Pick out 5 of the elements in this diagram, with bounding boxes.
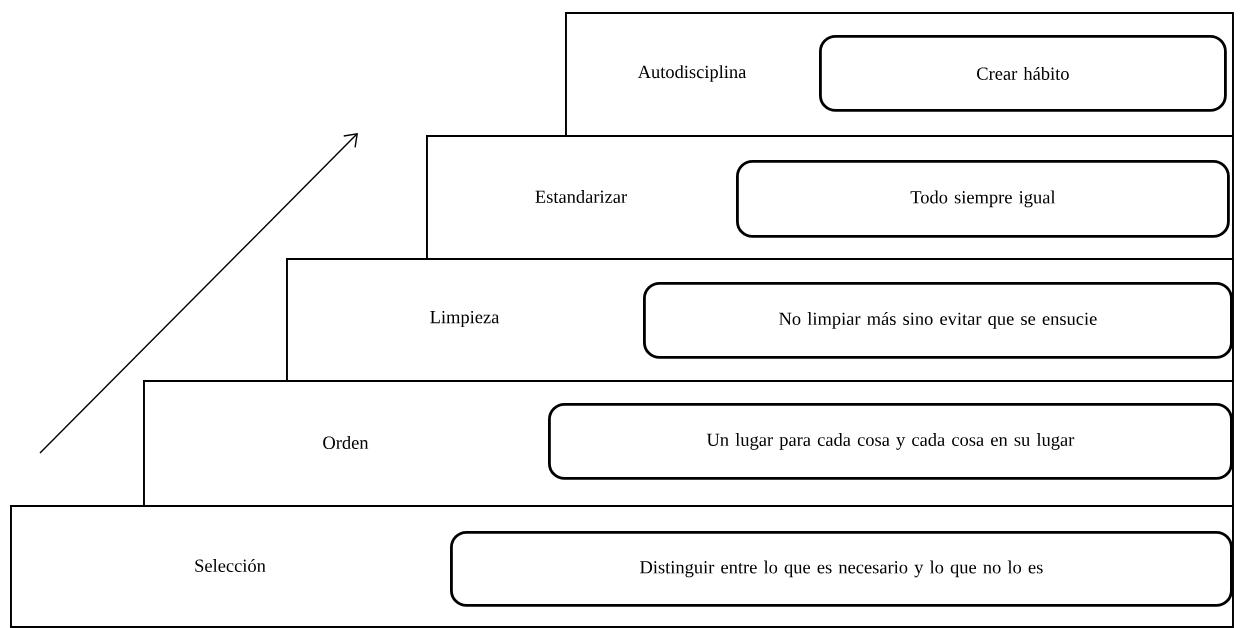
rounded-box: Crear hábito — [819, 35, 1227, 112]
rounded-box: Distinguir entre lo que es necesario y lo que no lo es — [450, 531, 1233, 607]
rounded-box: No limpiar más sino evitar que se ensucie — [643, 282, 1233, 359]
rounded-box: Todo siempre igual — [736, 160, 1230, 238]
rounded-box: Un lugar para cada cosa y cada cosa en su lugar — [548, 403, 1233, 480]
